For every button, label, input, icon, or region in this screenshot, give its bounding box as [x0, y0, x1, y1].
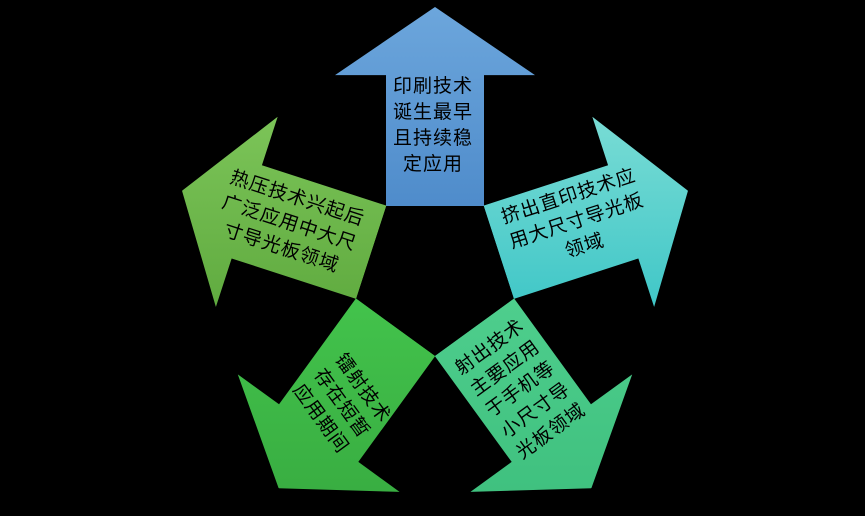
- label-line: 定应用: [402, 154, 464, 175]
- arrow-printing-label: 印刷技术 诞生最早 且持续稳 定应用: [393, 74, 473, 178]
- label-line: 印刷技术: [392, 76, 474, 97]
- arrow-hot-pressing-label: 热压技术兴起后 广泛应用中大尺 寸导光板领域: [210, 165, 367, 282]
- label-line: 诞生最早: [392, 102, 474, 123]
- label-line: 且持续稳: [392, 128, 474, 149]
